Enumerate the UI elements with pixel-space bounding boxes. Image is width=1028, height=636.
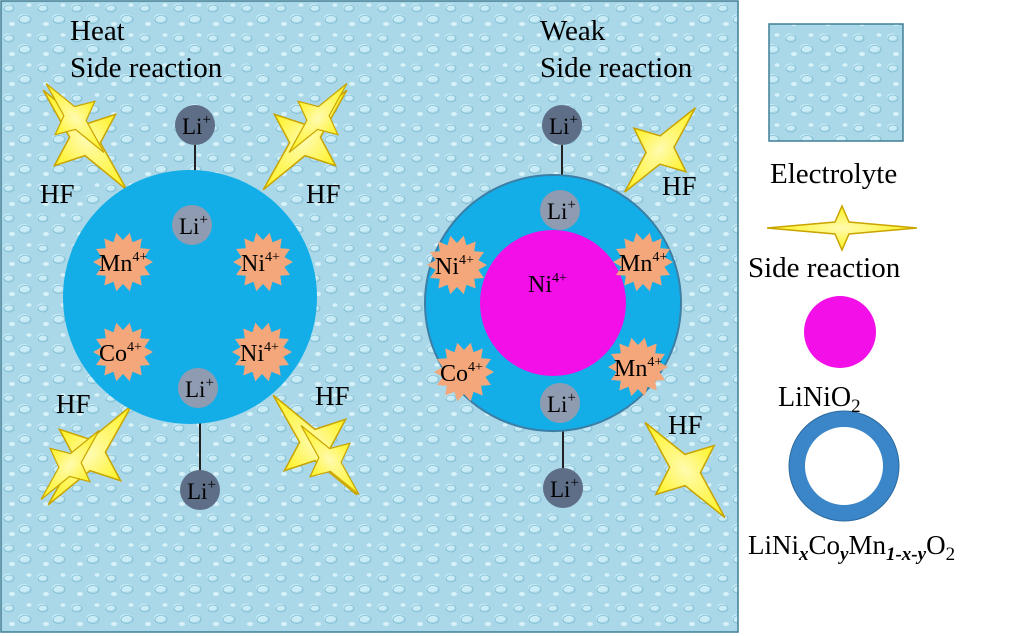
svg-text:Li+: Li+	[547, 197, 576, 224]
svg-text:Li+: Li+	[187, 477, 216, 504]
li-ion-inner: Li+	[540, 190, 580, 230]
hf-label: HF	[56, 389, 91, 419]
hf-label: HF	[662, 171, 697, 201]
legend-side-reaction-icon	[766, 204, 918, 252]
li-ion-outer: Li+	[175, 105, 215, 145]
legend-ncm-ring-icon	[789, 411, 899, 521]
svg-text:Li+: Li+	[185, 375, 214, 402]
panel1-title-line1: Heat	[70, 15, 125, 47]
tm-ion-mn: Mn4+	[93, 232, 153, 292]
hf-label: HF	[668, 410, 703, 440]
spark-icon	[47, 404, 133, 506]
svg-text:Mn4+: Mn4+	[99, 250, 147, 277]
panel2-title-line2: Side reaction	[540, 52, 693, 84]
legend-electrolyte-swatch	[768, 23, 904, 142]
legend-ncm-label: LiNixCoyMn1-x-yO2	[748, 530, 956, 565]
svg-text:Co4+: Co4+	[440, 360, 483, 387]
legend-ncm-ring-outline	[788, 410, 900, 522]
svg-text:Li+: Li+	[547, 390, 576, 417]
tm-ion-mn: Mn4+	[613, 232, 673, 292]
hf-label: HF	[306, 179, 341, 209]
legend-side-reaction-label: Side reaction	[748, 252, 901, 284]
tm-ion-ni: Ni4+	[233, 232, 293, 292]
li-ion-inner: Li+	[540, 383, 580, 423]
svg-text:Ni4+: Ni4+	[241, 250, 280, 277]
spark-icon	[45, 83, 105, 153]
svg-text:Li+: Li+	[550, 475, 579, 502]
li-ion-outer: Li+	[542, 105, 582, 145]
legend-linio2-label: LiNiO2	[778, 382, 861, 417]
tm-ion-ni: Ni4+	[232, 322, 292, 382]
svg-text:Li+: Li+	[182, 112, 211, 139]
li-ion-outer: Li+	[180, 470, 220, 510]
legend-linio2-icon	[804, 296, 876, 368]
linio2-core	[480, 230, 626, 376]
svg-text:Ni4+: Ni4+	[435, 253, 474, 280]
spark-icon	[288, 83, 348, 153]
spark-icon	[40, 430, 100, 500]
svg-text:Li+: Li+	[549, 112, 578, 139]
svg-text:Mn4+: Mn4+	[614, 355, 662, 382]
li-ion-outer: Li+	[543, 468, 583, 508]
tm-ion-mn: Mn4+	[608, 337, 668, 397]
spark-icon	[300, 425, 360, 495]
svg-text:Ni4+: Ni4+	[240, 340, 279, 367]
tm-ion-co: Co4+	[93, 322, 153, 382]
svg-text:Mn4+: Mn4+	[619, 250, 667, 277]
panel2-title-line1: Weak	[540, 15, 606, 47]
tm-ion-co: Co4+	[434, 342, 494, 402]
li-ion-inner: Li+	[178, 368, 218, 408]
hf-label: HF	[40, 179, 75, 209]
svg-text:Co4+: Co4+	[99, 340, 142, 367]
svg-text:Li+: Li+	[179, 212, 208, 239]
spark-icon	[644, 421, 726, 519]
legend-electrolyte-label: Electrolyte	[770, 158, 898, 190]
li-ion-inner: Li+	[172, 205, 212, 245]
panel1-title-line2: Side reaction	[70, 52, 223, 84]
core-ion-label: Ni4+	[528, 271, 567, 298]
tm-ion-ni: Ni4+	[427, 235, 487, 295]
hf-label: HF	[315, 381, 350, 411]
spark-icon	[623, 107, 697, 193]
